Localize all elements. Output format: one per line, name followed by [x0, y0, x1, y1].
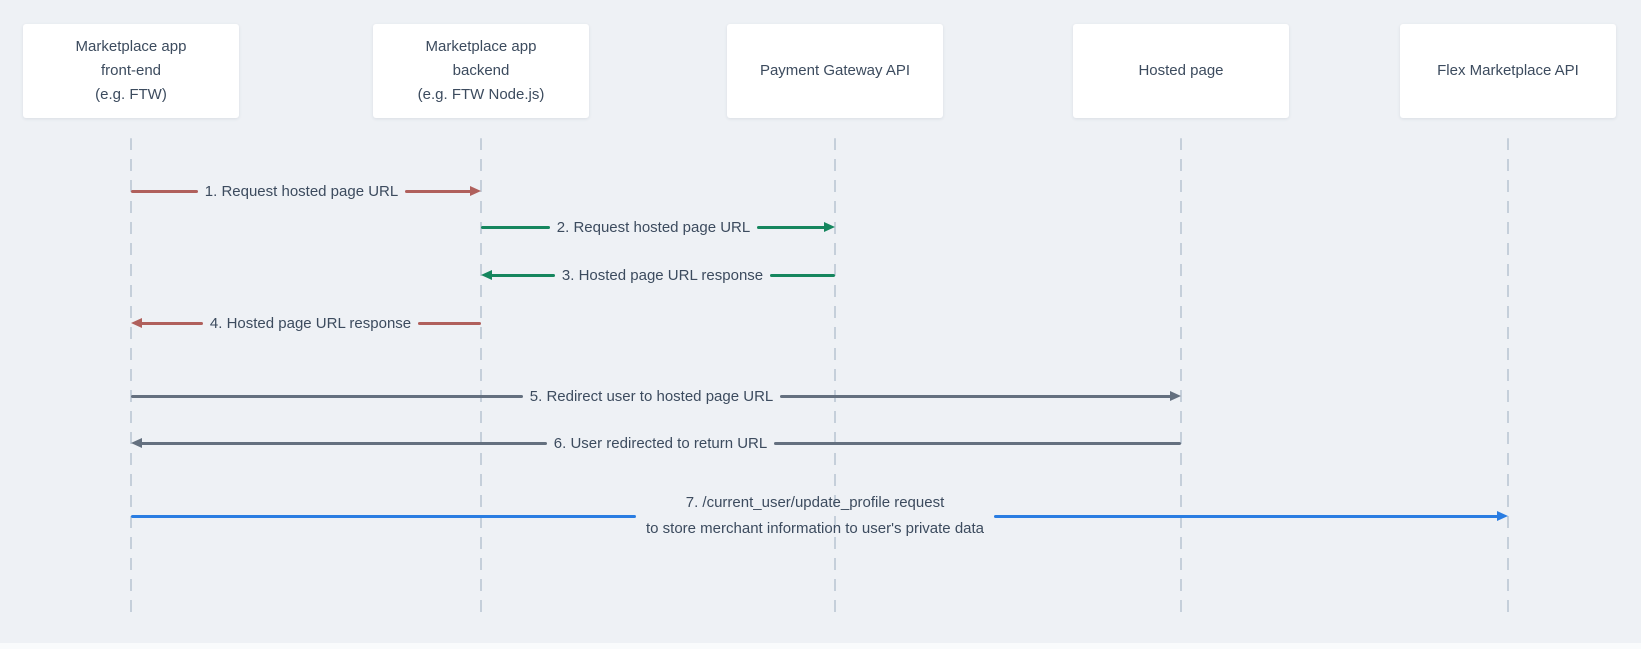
actor-box-hosted-page: Hosted page [1073, 24, 1289, 118]
lifeline-marketplace-frontend [130, 138, 132, 617]
actor-box-marketplace-frontend: Marketplace app front-end (e.g. FTW) [23, 24, 239, 118]
arrowhead-left-icon [481, 270, 492, 280]
actor-box-flex-marketplace-api: Flex Marketplace API [1400, 24, 1616, 118]
message-label-5: 5. Redirect user to hosted page URL [529, 387, 774, 405]
arrow-line [994, 514, 1499, 518]
message-label-2: 2. Request hosted page URL [556, 218, 751, 236]
arrow-line [770, 273, 836, 277]
arrow-line [405, 189, 472, 193]
message-label-7-line2: to store merchant information to user's … [645, 520, 985, 537]
arrow-line [490, 273, 555, 277]
message-arrow-2: 2. Request hosted page URL [481, 215, 835, 239]
arrow-line [780, 394, 1173, 398]
message-arrow-6: 6. User redirected to return URL [131, 431, 1182, 455]
message-label-7-line1: 7. /current_user/update_profile request [685, 494, 945, 511]
message-arrow-1: 1. Request hosted page URL [131, 179, 481, 203]
message-arrow-5: 5. Redirect user to hosted page URL [131, 384, 1182, 408]
arrow-line [131, 514, 636, 518]
arrowhead-left-icon [131, 318, 142, 328]
arrowhead-left-icon [131, 438, 142, 448]
lifeline-payment-gateway-api [834, 138, 836, 617]
message-label-7: 7. /current_user/update_profile request … [636, 490, 994, 542]
arrow-line [418, 321, 482, 325]
message-arrow-4: 4. Hosted page URL response [131, 311, 482, 335]
lifeline-marketplace-backend [480, 138, 482, 617]
arrow-line [757, 225, 826, 229]
arrowhead-right-icon [1497, 511, 1508, 521]
arrowhead-right-icon [470, 186, 481, 196]
lifeline-hosted-page [1180, 138, 1182, 617]
message-arrow-3: 3. Hosted page URL response [481, 263, 836, 287]
arrow-line [131, 394, 523, 398]
message-arrow-7: 7. /current_user/update_profile request … [131, 490, 1508, 542]
page-bottom-edge [0, 643, 1641, 649]
arrow-line [774, 441, 1182, 445]
actor-box-marketplace-backend: Marketplace app backend (e.g. FTW Node.j… [373, 24, 589, 118]
actor-box-payment-gateway-api: Payment Gateway API [727, 24, 943, 118]
arrowhead-right-icon [824, 222, 835, 232]
arrowhead-right-icon [1170, 391, 1182, 401]
lifeline-flex-marketplace-api [1507, 138, 1509, 617]
arrow-line [481, 225, 550, 229]
message-label-4: 4. Hosted page URL response [209, 314, 412, 332]
message-label-1: 1. Request hosted page URL [204, 182, 399, 200]
arrow-line [140, 441, 547, 445]
message-label-3: 3. Hosted page URL response [561, 266, 764, 284]
arrow-line [140, 321, 203, 325]
message-label-6: 6. User redirected to return URL [553, 434, 768, 452]
arrow-line [131, 189, 198, 193]
